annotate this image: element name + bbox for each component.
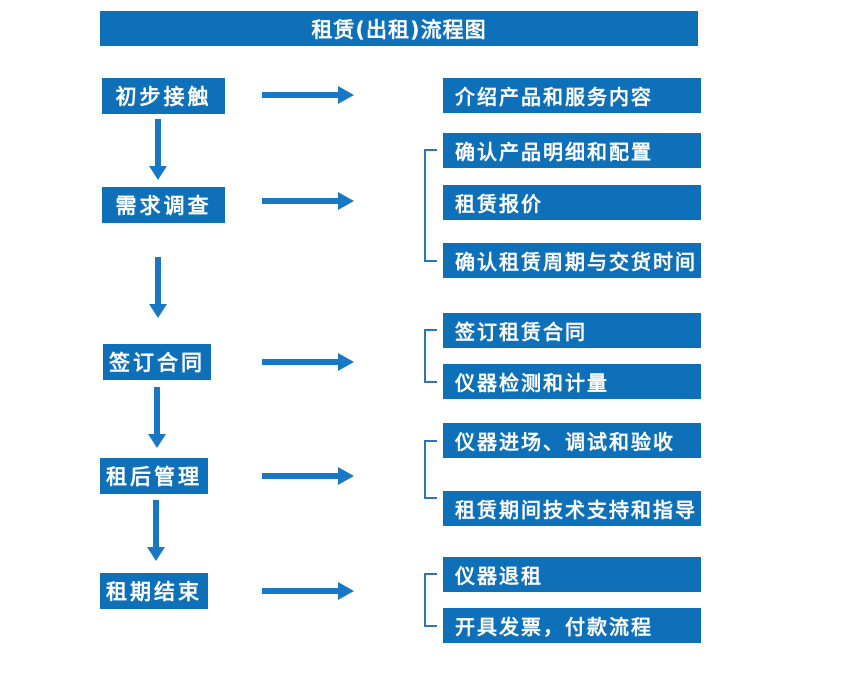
right-arrow-icon [262, 86, 354, 104]
group-bracket [424, 149, 437, 262]
detail-box-instrument-testing: 仪器检测和计量 [443, 364, 701, 399]
step-box-rental-end: 租期结束 [100, 573, 208, 609]
right-arrow-icon [262, 582, 354, 600]
right-arrow-icon [262, 353, 354, 371]
right-arrow-icon [262, 192, 354, 210]
down-arrow-icon [149, 119, 167, 180]
group-bracket [424, 440, 437, 499]
detail-box-introduce-products: 介绍产品和服务内容 [443, 78, 701, 113]
detail-box-instrument-setup: 仪器进场、调试和验收 [443, 423, 701, 458]
group-bracket [424, 329, 437, 383]
down-arrow-icon [147, 500, 165, 561]
detail-box-instrument-return: 仪器退租 [443, 557, 701, 592]
step-box-post-rental-management: 租后管理 [100, 458, 208, 494]
detail-box-sign-rental-contract: 签订租赁合同 [443, 313, 701, 348]
right-arrow-icon [262, 467, 354, 485]
detail-box-tech-support: 租赁期间技术支持和指导 [443, 491, 701, 526]
group-bracket [424, 573, 437, 627]
down-arrow-icon [149, 257, 167, 318]
step-box-sign-contract: 签订合同 [103, 344, 211, 380]
detail-box-confirm-period: 确认租赁周期与交货时间 [443, 243, 701, 278]
down-arrow-icon [148, 387, 166, 448]
step-box-initial-contact: 初步接触 [102, 78, 225, 114]
step-box-demand-survey: 需求调查 [102, 187, 225, 223]
detail-box-invoice-payment: 开具发票，付款流程 [443, 608, 701, 643]
detail-box-confirm-product-spec: 确认产品明细和配置 [443, 133, 701, 168]
detail-box-rental-quote: 租赁报价 [443, 185, 701, 220]
flowchart-title: 租赁(出租)流程图 [100, 11, 698, 46]
